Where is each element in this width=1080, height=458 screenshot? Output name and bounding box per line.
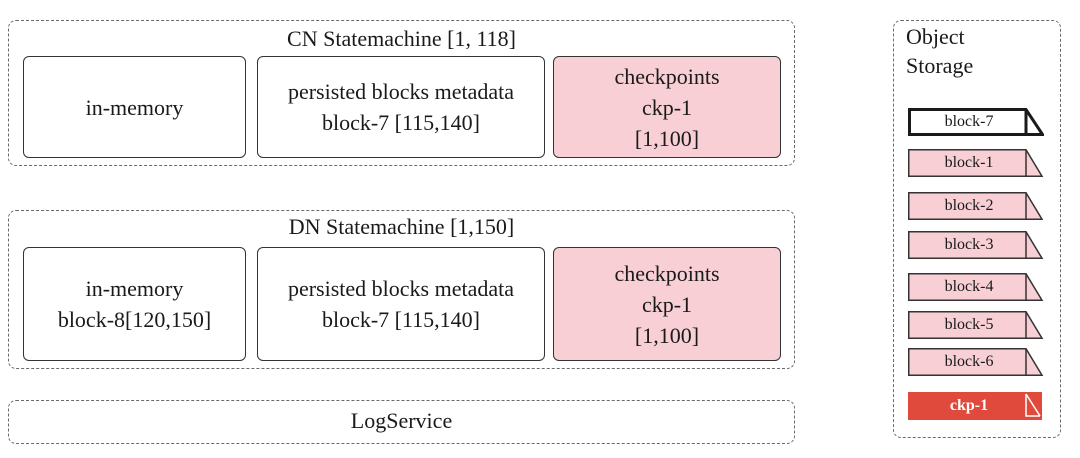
dn-in-memory-line-1: in-memory	[85, 276, 184, 301]
file-block-4-label: block-4	[944, 278, 994, 295]
dn-checkpoints-line-1: checkpoints	[614, 260, 720, 286]
dn-statemachine-group: DN Statemachine [1,150]	[8, 210, 795, 369]
object-storage-title-line-1: Object	[906, 24, 965, 49]
dn-persisted-line-1: persisted blocks metadata	[287, 276, 515, 301]
dn-checkpoints-box: checkpoints ckp-1 [1,100]	[553, 247, 781, 361]
file-block-5: block-5	[908, 311, 1044, 339]
file-block-3-icon	[908, 231, 1044, 259]
cn-checkpoints-line-3: [1,100]	[634, 125, 700, 151]
dn-statemachine-title: DN Statemachine [1,150]	[288, 214, 515, 239]
file-ckp-1-icon	[908, 392, 1042, 420]
cn-checkpoints-line-1: checkpoints	[614, 63, 720, 89]
dn-checkpoints-line-2: ckp-1	[641, 291, 693, 317]
dn-checkpoints-line-3: [1,100]	[634, 322, 700, 348]
file-block-5-icon	[908, 311, 1044, 339]
file-ckp-1-label: ckp-1	[949, 397, 989, 414]
cn-persisted-line-2: block-7 [115,140]	[321, 110, 481, 135]
cn-in-memory-box: in-memory	[23, 56, 246, 158]
cn-statemachine-title: CN Statemachine [1, 118]	[287, 26, 516, 51]
file-block-6-icon	[908, 348, 1044, 376]
logservice-group: LogService	[8, 400, 795, 444]
file-block-3: block-3	[908, 231, 1044, 259]
file-block-5-label: block-5	[944, 316, 994, 333]
file-block-4-icon	[908, 273, 1044, 301]
dn-persisted-line-2: block-7 [115,140]	[321, 307, 481, 332]
object-storage-title-line-2: Storage	[906, 53, 974, 78]
file-block-7: block-7	[908, 108, 1044, 136]
file-block-2-icon	[908, 192, 1044, 220]
file-block-7-icon	[908, 108, 1044, 136]
object-storage-group	[893, 20, 1061, 438]
file-block-6-label: block-6	[944, 353, 994, 370]
file-block-3-label: block-3	[944, 236, 994, 253]
file-block-7-label: block-7	[944, 113, 994, 130]
cn-persisted-line-1: persisted blocks metadata	[287, 79, 515, 104]
file-block-1-icon	[908, 149, 1044, 177]
cn-persisted-metadata-box: persisted blocks metadata block-7 [115,1…	[257, 56, 545, 158]
file-block-2-label: block-2	[944, 197, 994, 214]
cn-checkpoints-box: checkpoints ckp-1 [1,100]	[553, 56, 781, 158]
dn-in-memory-line-2: block-8[120,150]	[57, 307, 212, 332]
file-block-1-label: block-1	[944, 154, 994, 171]
file-block-4: block-4	[908, 273, 1044, 301]
object-storage-title: Object Storage	[906, 22, 973, 80]
logservice-title: LogService	[350, 408, 453, 433]
cn-statemachine-group: CN Statemachine [1, 118]	[8, 20, 795, 166]
file-ckp-1: ckp-1	[908, 392, 1044, 420]
dn-persisted-metadata-box: persisted blocks metadata block-7 [115,1…	[257, 247, 545, 361]
cn-in-memory-line-1: in-memory	[85, 94, 184, 120]
dn-in-memory-box: in-memory block-8[120,150]	[23, 247, 246, 361]
file-block-1: block-1	[908, 149, 1044, 177]
file-block-2: block-2	[908, 192, 1044, 220]
file-block-6: block-6	[908, 348, 1044, 376]
cn-checkpoints-line-2: ckp-1	[641, 94, 693, 120]
